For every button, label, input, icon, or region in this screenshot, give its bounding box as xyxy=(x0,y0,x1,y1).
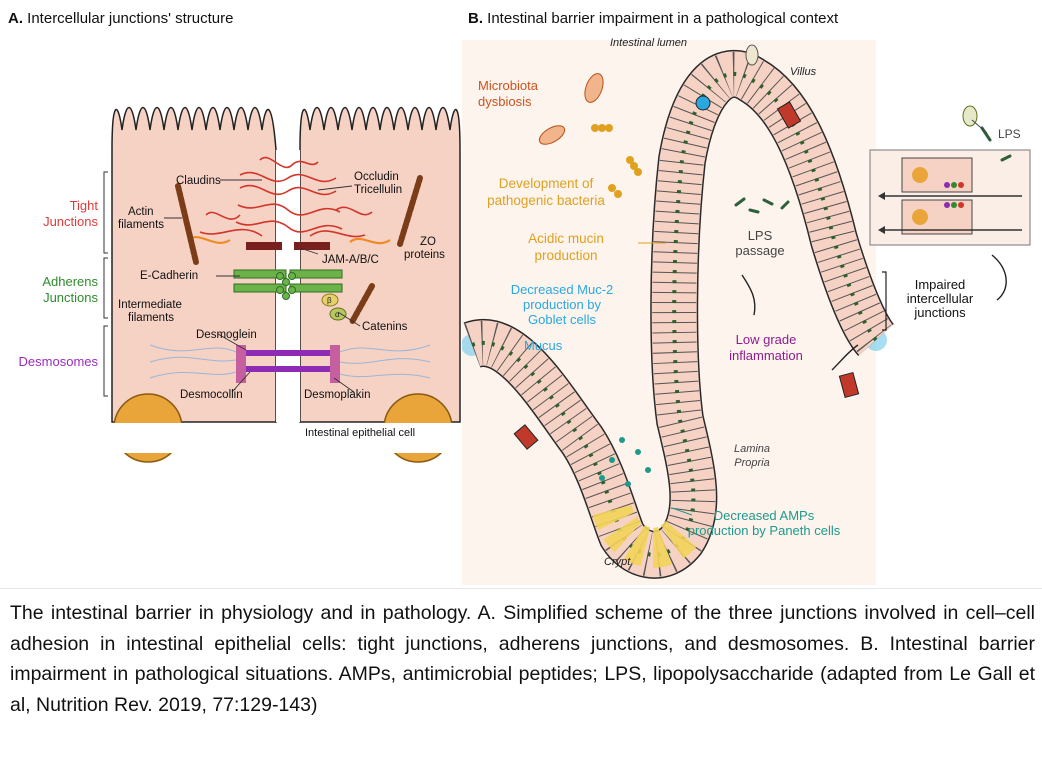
cell-label: Intestinal epithelial cell xyxy=(305,427,415,439)
alpha-label: α xyxy=(335,310,340,319)
tight-junctions-label: Tight Junctions xyxy=(43,198,98,229)
svg-text:Microbiota: Microbiota xyxy=(478,78,539,93)
svg-text:Decreased AMPs: Decreased AMPs xyxy=(714,508,815,523)
tricellulin-label: Tricellulin xyxy=(354,184,402,196)
component-labels: Claudins Occludin Tricellulin Actin fila… xyxy=(118,171,445,439)
lumen-label: Intestinal lumen xyxy=(610,37,687,49)
bacteria xyxy=(538,44,978,198)
svg-text:LPS: LPS xyxy=(748,228,773,243)
junctions-diagram: β α xyxy=(19,107,470,463)
svg-text:Propria: Propria xyxy=(734,457,769,469)
svg-text:Decreased Muc-2: Decreased Muc-2 xyxy=(511,282,614,297)
catenins-label: Catenins xyxy=(362,321,408,333)
nuclei-row xyxy=(471,72,878,557)
svg-text:production by: production by xyxy=(523,297,602,312)
adherens-junctions-label: Adherens Junctions xyxy=(42,274,98,305)
crypt-label: Crypt xyxy=(604,556,631,568)
catenins: β α xyxy=(321,293,347,321)
svg-text:Development of: Development of xyxy=(499,176,594,191)
svg-text:production by Paneth cells: production by Paneth cells xyxy=(688,523,841,538)
svg-text:Tight: Tight xyxy=(70,198,99,213)
svg-text:production: production xyxy=(534,248,597,263)
desmocollin-label: Desmocollin xyxy=(180,389,243,401)
jam-label: JAM-A/B/C xyxy=(322,254,379,266)
group-brackets xyxy=(103,171,108,397)
desmosome xyxy=(149,344,431,383)
svg-text:inflammation: inflammation xyxy=(729,348,803,363)
occludin-label: Occludin xyxy=(354,171,399,183)
svg-text:Goblet cells: Goblet cells xyxy=(528,312,596,327)
svg-text:intercellular: intercellular xyxy=(907,291,974,306)
pathogenic-label: Development of pathogenic bacteria xyxy=(487,176,605,208)
panel-a-heading: A. Intercellular junctions' structure xyxy=(8,10,234,27)
svg-text:pathogenic bacteria: pathogenic bacteria xyxy=(487,193,605,208)
svg-text:Desmosomes: Desmosomes xyxy=(19,354,99,369)
impaired-bracket xyxy=(882,271,887,331)
goblet-cell xyxy=(695,95,711,111)
panel-b-barrier: B. Intestinal barrier impairment in a pa… xyxy=(462,0,1042,590)
desmoplakin-label: Desmoplakin xyxy=(304,389,370,401)
actin-label-2: filaments xyxy=(118,219,164,231)
lps-fragments xyxy=(734,126,1012,214)
svg-text:junctions: junctions xyxy=(913,305,966,320)
label-leaders xyxy=(164,179,361,393)
figure-caption: The intestinal barrier in physiology and… xyxy=(10,602,1035,716)
panel-a-junctions: A. Intercellular junctions' structure xyxy=(0,0,470,590)
mucus-label: Mucus xyxy=(524,338,563,353)
desmoglein-label: Desmoglein xyxy=(196,329,257,341)
svg-text:Impaired: Impaired xyxy=(915,277,966,292)
zo-label-2: proteins xyxy=(404,249,445,261)
caption-divider xyxy=(0,588,1042,589)
lps-label: LPS xyxy=(998,127,1021,141)
svg-text:Lamina: Lamina xyxy=(734,443,770,455)
desmosomes-label: Desmosomes xyxy=(19,354,99,369)
e-cadherin-label: E-Cadherin xyxy=(140,270,198,282)
panel-b-title: Intestinal barrier impairment in a patho… xyxy=(487,10,839,27)
intermediate-label-1: Intermediate xyxy=(118,299,182,311)
junction-inset xyxy=(869,149,1031,246)
villus-label: Villus xyxy=(790,66,817,78)
tight-junction-strands xyxy=(199,156,373,238)
actin-label-1: Actin xyxy=(128,206,154,218)
beta-label: β xyxy=(327,296,332,305)
damaged-cells xyxy=(513,101,860,450)
panel-b-heading: B. Intestinal barrier impairment in a pa… xyxy=(468,10,839,27)
b-leaders xyxy=(638,119,988,516)
panel-a-title: Intercellular junctions' structure xyxy=(27,10,234,27)
zo-label-1: ZO xyxy=(420,236,436,248)
svg-text:dysbiosis: dysbiosis xyxy=(478,94,532,109)
jam-proteins xyxy=(246,242,330,250)
actin-filaments xyxy=(175,175,423,325)
amp-dots xyxy=(599,437,651,487)
svg-text:Adherens: Adherens xyxy=(42,274,98,289)
intermediate-label-2: filaments xyxy=(128,312,174,324)
svg-text:passage: passage xyxy=(735,243,784,258)
svg-text:Low grade: Low grade xyxy=(736,332,797,347)
svg-text:Junctions: Junctions xyxy=(43,214,98,229)
e-cadherin xyxy=(233,269,343,300)
claudins-label: Claudins xyxy=(176,175,221,187)
svg-text:Acidic mucin: Acidic mucin xyxy=(528,231,604,246)
process-arrows xyxy=(741,254,1007,371)
acidic-label: Acidic mucin production xyxy=(528,231,604,263)
villus-diagram: Intestinal lumen Villus Microbiotadysbio… xyxy=(462,37,1031,585)
paneth-cells xyxy=(592,503,701,568)
svg-text:Junctions: Junctions xyxy=(43,290,98,305)
